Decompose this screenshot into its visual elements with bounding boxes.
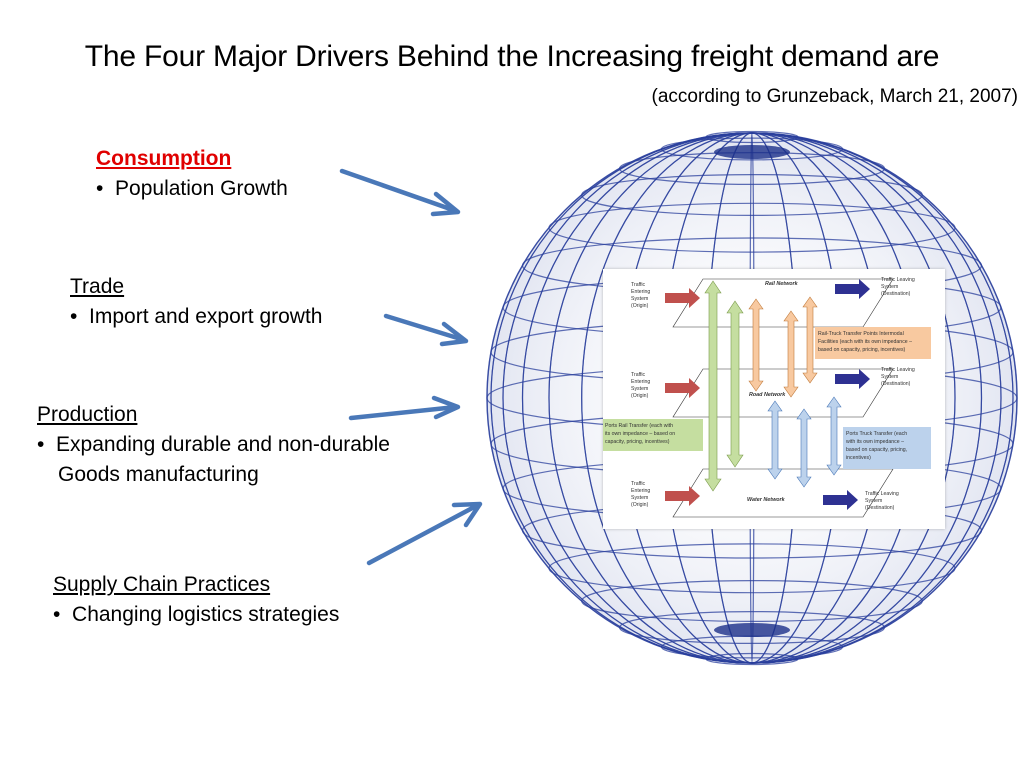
page-subtitle: (according to Grunzeback, March 21, 2007… [651, 86, 1018, 107]
svg-text:Entering: Entering [631, 488, 650, 494]
arrow-supply-chain [366, 501, 483, 566]
ports-rail-transfer-box [603, 419, 703, 451]
svg-text:Traffic: Traffic [631, 282, 646, 288]
water-network-label: Water Network [747, 497, 786, 503]
svg-text:System: System [631, 495, 648, 501]
freight-network-diagram: Rail Network Road Network Water Network … [603, 269, 945, 529]
svg-text:Entering: Entering [631, 289, 650, 295]
driver-bullet-continuation: Goods manufacturing [58, 463, 259, 486]
arrow-trade [383, 313, 469, 347]
driver-consumption: Consumption Population Growth [96, 144, 288, 204]
ports-rail-box-line: capacity, pricing, incentives) [605, 439, 670, 445]
svg-text:Traffic Leaving: Traffic Leaving [881, 367, 915, 373]
entering-label-3: Traffic Entering System (Origin) [631, 481, 650, 508]
ports-truck-box-line: incentives) [846, 455, 871, 461]
globe-north-pole [714, 145, 790, 159]
ports-truck-transfer-box [843, 427, 931, 469]
driver-heading: Trade [70, 275, 125, 298]
svg-text:Traffic Leaving: Traffic Leaving [865, 491, 899, 497]
driver-heading: Production [37, 403, 138, 426]
driver-bullet: Population Growth [96, 174, 288, 204]
svg-text:(Destination): (Destination) [881, 291, 911, 297]
entering-label-2: Traffic Entering System (Origin) [631, 372, 650, 399]
entering-arrow-rail [665, 288, 700, 308]
rail-water-transfer-arrow [726, 300, 744, 468]
page-title: The Four Major Drivers Behind the Increa… [84, 40, 940, 73]
svg-text:System: System [631, 386, 648, 392]
rail-truck-transfer-box [815, 327, 931, 359]
rail-road-transfer-arrow [802, 296, 818, 384]
svg-text:System: System [881, 284, 898, 290]
svg-text:(Origin): (Origin) [631, 303, 649, 309]
ports-rail-box-line: its own impedance – based on [605, 431, 675, 437]
svg-text:Traffic: Traffic [631, 372, 646, 378]
svg-text:(Origin): (Origin) [631, 502, 649, 508]
svg-text:System: System [881, 374, 898, 380]
leaving-label-2: Traffic Leaving System (Destination) [881, 367, 915, 387]
svg-text:(Destination): (Destination) [881, 381, 911, 387]
leaving-arrow-rail [835, 279, 870, 299]
svg-text:Traffic: Traffic [631, 481, 646, 487]
svg-text:(Destination): (Destination) [865, 505, 895, 511]
ports-truck-box-line: Ports Truck Transfer (each [846, 431, 907, 437]
road-network-label: Road Network [749, 392, 786, 398]
driver-bullet: Import and export growth [70, 302, 322, 332]
rail-road-transfer-arrow [748, 298, 764, 392]
rail-road-transfer-arrow [783, 310, 799, 398]
entering-arrow-water [665, 486, 700, 506]
rail-truck-box-line: Rail-Truck Transfer Points Intermodal [818, 331, 904, 337]
entering-arrow-road [665, 378, 700, 398]
driver-trade: Trade Import and export growth [70, 272, 322, 332]
rail-network-label: Rail Network [765, 281, 799, 287]
road-water-transfer-arrow [796, 408, 812, 488]
leaving-label-1: Traffic Leaving System (Destination) [881, 277, 915, 297]
rail-water-transfer-arrow [704, 280, 722, 492]
entering-label-1: Traffic Entering System (Origin) [631, 282, 650, 309]
leaving-label-3: Traffic Leaving System (Destination) [865, 491, 899, 511]
driver-heading: Supply Chain Practices [53, 573, 271, 596]
leaving-arrow-road [835, 369, 870, 389]
globe-outline [486, 132, 1018, 664]
rail-truck-box-line: Facilities (each with its own impedance … [818, 339, 912, 345]
ports-truck-box-line: based on capacity, pricing, [846, 447, 907, 453]
driver-bullet: Changing logistics strategies [53, 600, 339, 630]
svg-text:(Origin): (Origin) [631, 393, 649, 399]
globe-south-pole [714, 623, 790, 637]
svg-text:Entering: Entering [631, 379, 650, 385]
arrow-production [348, 395, 461, 421]
rail-truck-box-line: based on capacity, pricing, incentives) [818, 347, 906, 353]
driver-supply-chain: Supply Chain Practices Changing logistic… [53, 570, 339, 630]
leaving-arrow-water [823, 490, 858, 510]
driver-heading: Consumption [96, 147, 232, 170]
ports-truck-box-line: with its own impedance – [846, 439, 904, 445]
driver-bullet: Expanding durable and non-durable [37, 430, 390, 460]
driver-production: Production Expanding durable and non-dur… [37, 400, 390, 490]
water-network-plane [672, 468, 894, 518]
svg-text:System: System [865, 498, 882, 504]
arrow-consumption [339, 168, 461, 217]
svg-text:Traffic Leaving: Traffic Leaving [881, 277, 915, 283]
road-water-transfer-arrow [826, 396, 842, 476]
ports-rail-box-line: Ports Rail Transfer (each with [605, 423, 673, 429]
network-diagram-svg: Rail Network Road Network Water Network … [603, 277, 931, 518]
road-water-transfer-arrow [767, 400, 783, 480]
svg-text:System: System [631, 296, 648, 302]
